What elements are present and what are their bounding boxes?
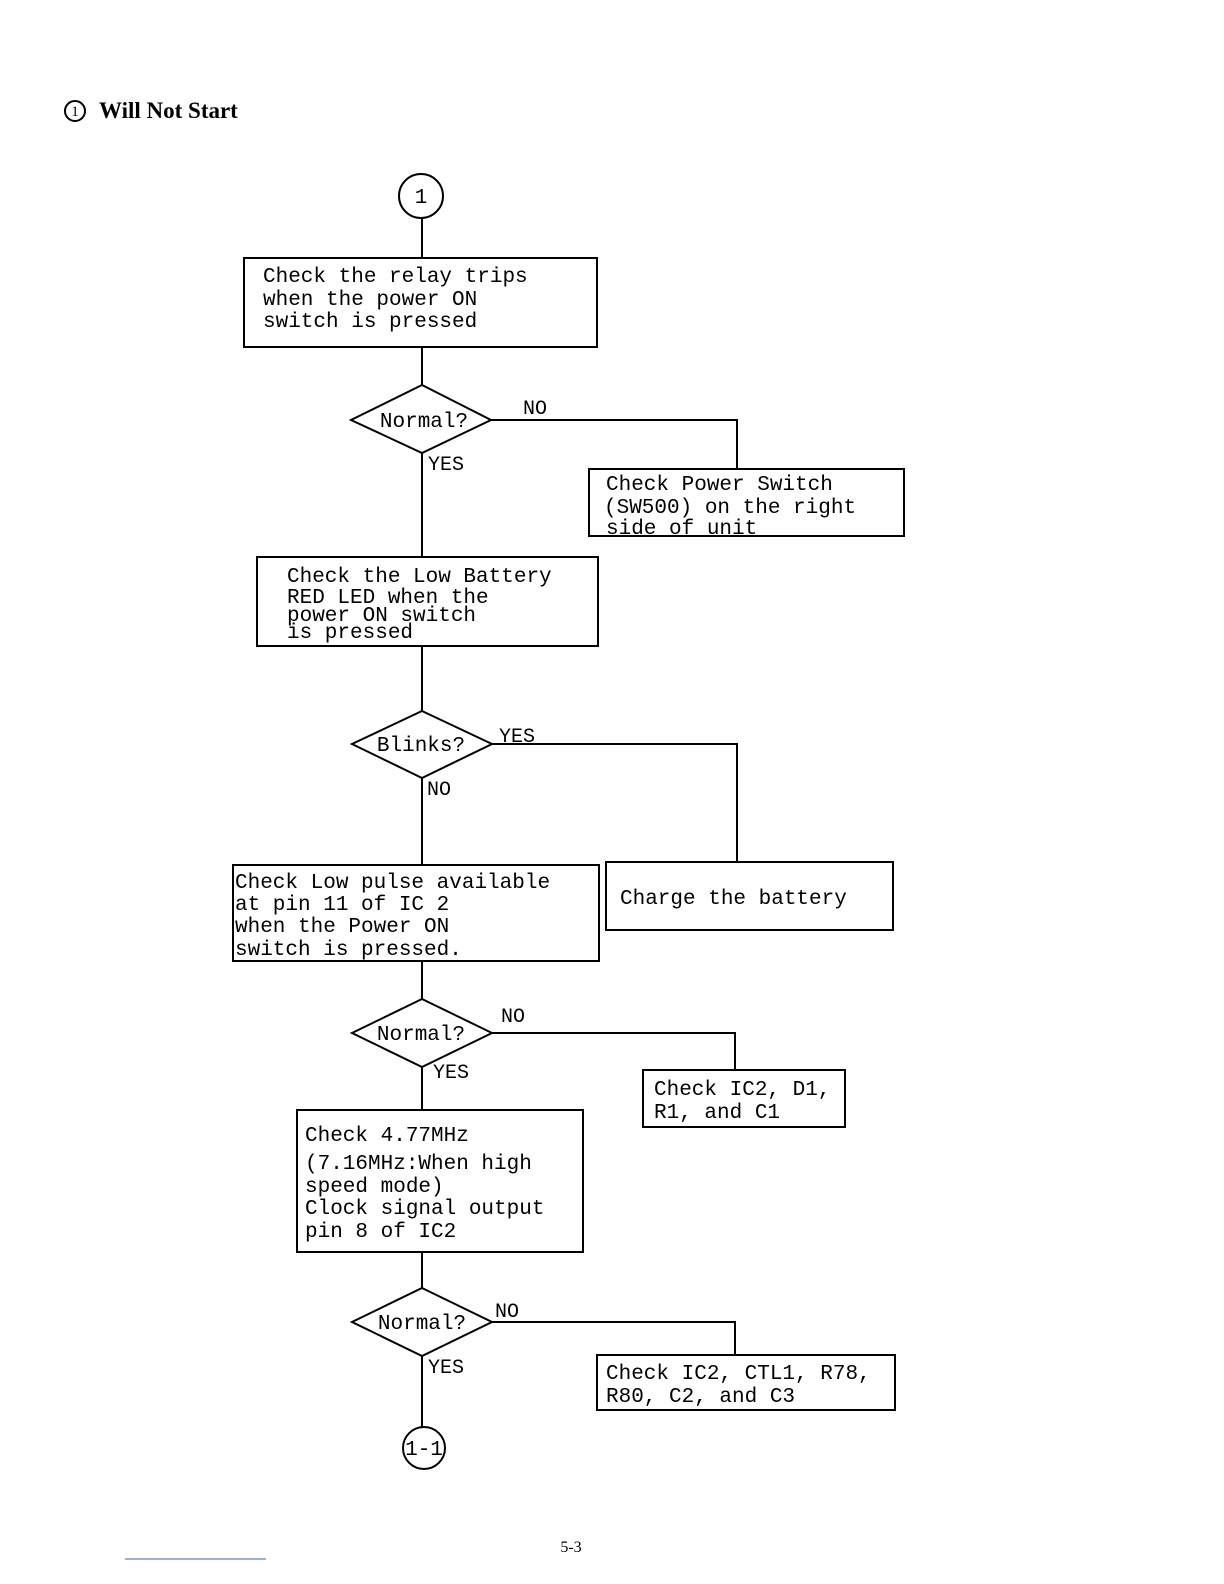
end-connector: 1-1: [402, 1426, 446, 1470]
page-number: 5-3: [560, 1539, 581, 1556]
check-low-battery-line-4: is pressed: [287, 622, 413, 645]
edge-label-normal-1-yes: YES: [428, 454, 464, 477]
check-power-switch-line-2: (SW500) on the right: [604, 497, 856, 520]
check-ic2-ctl1-line-1: Check IC2, CTL1, R78,: [606, 1363, 871, 1386]
check-relay-line-2: when the power ON: [263, 289, 477, 312]
decision-blinks-label: Blinks?: [377, 735, 465, 758]
decision-normal-3: Normal?: [349, 1286, 495, 1358]
check-low-battery-box: Check the Low Battery RED LED when the p…: [256, 556, 599, 647]
check-clock-line-4: Clock signal output: [305, 1198, 544, 1221]
check-clock-line-5: pin 8 of IC2: [305, 1221, 456, 1244]
check-low-pulse-line-1: Check Low pulse available: [235, 872, 550, 895]
decision-normal-2: Normal?: [349, 997, 495, 1069]
check-power-switch-line-3: side of unit: [606, 518, 757, 541]
svg-text:Charge the battery: Charge the battery: [620, 888, 847, 911]
check-low-battery-line-1: Check the Low Battery: [287, 566, 552, 589]
check-clock-line-1: Check 4.77MHz: [305, 1125, 469, 1148]
check-power-switch-line-1: Check Power Switch: [606, 474, 833, 497]
check-power-switch-box: Check Power Switch (SW500) on the right …: [588, 468, 905, 541]
edge-label-normal-3-yes: YES: [428, 1357, 464, 1380]
decision-normal-1: Normal?: [348, 383, 494, 455]
check-clock-line-3: speed mode): [305, 1176, 444, 1199]
decision-blinks: Blinks?: [349, 709, 495, 780]
check-low-pulse-line-2: at pin 11 of IC 2: [235, 894, 449, 917]
edge-label-normal-3-no: NO: [495, 1301, 519, 1324]
decision-normal-2-label: Normal?: [377, 1024, 465, 1047]
heading-number: 1: [71, 104, 79, 120]
start-connector: 1: [398, 173, 444, 219]
check-low-battery-line-2: RED LED when the: [287, 587, 489, 610]
check-clock-box: Check 4.77MHz (7.16MHz:When high speed m…: [296, 1109, 584, 1253]
connector-lines: [421, 218, 738, 1427]
edge-label-normal-1-no: NO: [523, 398, 547, 421]
charge-battery-box: Charge the battery: [605, 861, 894, 931]
end-connector-label: 1-1: [405, 1439, 443, 1462]
check-clock-line-2: (7.16MHz:When high: [305, 1153, 532, 1176]
page-title: Will Not Start: [99, 98, 238, 123]
check-relay-line-3: switch is pressed: [263, 311, 477, 334]
check-relay-box: Check the relay trips when the power ON …: [243, 257, 598, 348]
check-ic2-ctl1-box: Check IC2, CTL1, R78, R80, C2, and C3: [596, 1354, 896, 1411]
check-low-battery-line-3: power ON switch: [287, 605, 476, 628]
edge-label-normal-2-no: NO: [501, 1006, 525, 1029]
svg-text:Check IC2, D1, R1, and C: Check IC2, D1, R1, and C1: [654, 1079, 843, 1125]
svg-text:Check 4.77MHz (7.16MHz:W: Check 4.77MHz (7.16MHz:When high speed m…: [305, 1125, 557, 1244]
check-ic2-ctl1-line-2: R80, C2, and C3: [606, 1386, 795, 1409]
check-low-pulse-line-4: switch is pressed.: [235, 939, 462, 962]
check-low-pulse-box: Check Low pulse available at pin 11 of I…: [232, 864, 600, 962]
edge-label-blinks-no: NO: [427, 779, 451, 802]
check-relay-line-1: Check the relay trips: [263, 266, 528, 289]
edge-label-blinks-yes: YES: [499, 726, 535, 749]
heading-number-circle: [64, 100, 86, 122]
svg-text:Check Low pulse available: Check Low pulse available at pin 11 of I…: [235, 872, 563, 962]
start-connector-label: 1: [415, 187, 428, 210]
charge-battery-line-1: Charge the battery: [620, 888, 847, 911]
svg-text:Check the relay trips wh: Check the relay trips when the power ON …: [263, 266, 540, 334]
check-ic2-d1-line-1: Check IC2, D1,: [654, 1079, 830, 1102]
check-ic2-d1-box: Check IC2, D1, R1, and C1: [642, 1069, 846, 1128]
decision-normal-1-label: Normal?: [380, 411, 468, 434]
check-low-pulse-line-3: when the Power ON: [235, 916, 449, 939]
svg-text:Check the Low Battery RE: Check the Low Battery RED LED when the p…: [287, 566, 564, 645]
decision-normal-3-label: Normal?: [378, 1313, 466, 1336]
svg-text:Check Power Switch (SW50: Check Power Switch (SW500) on the right …: [604, 474, 869, 541]
section-heading: 1 Will Not Start: [64, 98, 238, 123]
svg-text:Check IC2, CTL1, R78, R8: Check IC2, CTL1, R78, R80, C2, and C3: [606, 1363, 883, 1409]
check-ic2-d1-line-2: R1, and C1: [654, 1102, 780, 1125]
edge-label-normal-2-yes: YES: [433, 1062, 469, 1085]
